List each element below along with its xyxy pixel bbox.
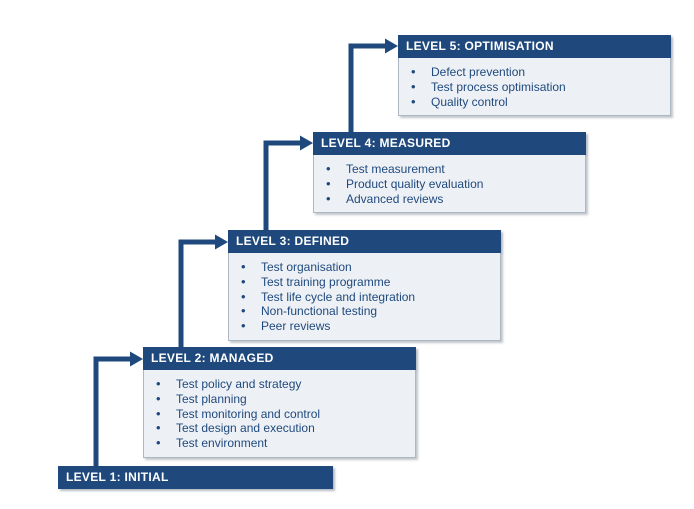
bullet-item: Test design and execution bbox=[144, 421, 411, 436]
level-2-items: Test policy and strategyTest planningTes… bbox=[144, 377, 411, 451]
bullet-item: Test organisation bbox=[229, 260, 496, 275]
level-2-box: LEVEL 2: MANAGED Test policy and strateg… bbox=[143, 347, 416, 458]
level-5-items: Defect preventionTest process optimisati… bbox=[399, 65, 666, 109]
bullet-item: Test planning bbox=[144, 392, 411, 407]
level-3-items: Test organisationTest training programme… bbox=[229, 260, 496, 334]
bullet-item: Peer reviews bbox=[229, 319, 496, 334]
arrow-level3-to-level4 bbox=[263, 135, 313, 232]
arrow-level2-to-level3 bbox=[178, 234, 228, 349]
bullet-item: Test life cycle and integration bbox=[229, 290, 496, 305]
bullet-item: Test environment bbox=[144, 436, 411, 451]
level-3-header: LEVEL 3: DEFINED bbox=[228, 230, 501, 253]
level-4-header: LEVEL 4: MEASURED bbox=[313, 132, 586, 155]
level-3-box: LEVEL 3: DEFINED Test organisationTest t… bbox=[228, 230, 501, 341]
level-1-box: LEVEL 1: INITIAL bbox=[58, 466, 333, 489]
level-4-items: Test measurementProduct quality evaluati… bbox=[314, 162, 581, 206]
bullet-item: Product quality evaluation bbox=[314, 177, 581, 192]
bullet-item: Test policy and strategy bbox=[144, 377, 411, 392]
level-1-header: LEVEL 1: INITIAL bbox=[58, 466, 333, 489]
bullet-item: Test training programme bbox=[229, 275, 496, 290]
bullet-item: Test process optimisation bbox=[399, 80, 666, 95]
level-5-header: LEVEL 5: OPTIMISATION bbox=[398, 35, 671, 58]
level-4-body: Test measurementProduct quality evaluati… bbox=[313, 155, 586, 214]
level-2-header: LEVEL 2: MANAGED bbox=[143, 347, 416, 370]
bullet-item: Non-functional testing bbox=[229, 304, 496, 319]
bullet-item: Advanced reviews bbox=[314, 192, 581, 207]
level-2-body: Test policy and strategyTest planningTes… bbox=[143, 370, 416, 458]
level-5-body: Defect preventionTest process optimisati… bbox=[398, 58, 671, 117]
bullet-item: Test monitoring and control bbox=[144, 407, 411, 422]
level-5-box: LEVEL 5: OPTIMISATION Defect preventionT… bbox=[398, 35, 671, 117]
arrow-level1-to-level2 bbox=[93, 351, 143, 468]
level-4-box: LEVEL 4: MEASURED Test measurementProduc… bbox=[313, 132, 586, 214]
arrow-level4-to-level5 bbox=[348, 38, 398, 134]
bullet-item: Test measurement bbox=[314, 162, 581, 177]
level-3-body: Test organisationTest training programme… bbox=[228, 253, 501, 341]
bullet-item: Quality control bbox=[399, 95, 666, 110]
bullet-item: Defect prevention bbox=[399, 65, 666, 80]
